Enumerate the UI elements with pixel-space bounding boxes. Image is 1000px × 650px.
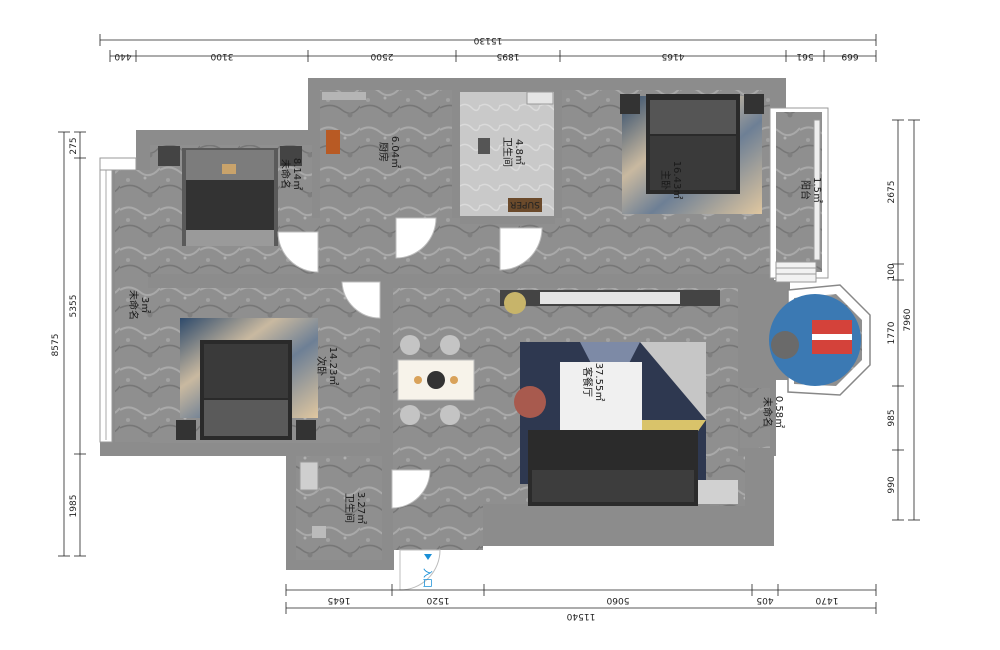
svg-text:8.14㎡: 8.14㎡ — [291, 158, 303, 190]
dim-bottom-total: 11540 — [566, 611, 595, 621]
dimension-top: 15130 440 3100 2500 1895 4165 561 669 — [99, 34, 877, 62]
svg-text:1520: 1520 — [426, 595, 449, 605]
room-kitchen: 厨房 6.04㎡ — [377, 136, 401, 168]
dining-table — [397, 335, 475, 425]
bed-master — [620, 94, 764, 214]
balcony — [769, 107, 829, 283]
svg-text:985: 985 — [887, 409, 897, 426]
svg-text:14.23㎡: 14.23㎡ — [327, 347, 339, 386]
room-bathroom-top: 卫生间 4.8㎡ — [501, 137, 525, 167]
entrance-arrow-icon — [424, 554, 432, 560]
svg-text:990: 990 — [887, 476, 897, 493]
svg-text:4.8㎡: 4.8㎡ — [513, 139, 525, 165]
svg-text:440: 440 — [114, 51, 131, 61]
svg-text:1895: 1895 — [497, 51, 520, 61]
svg-text:客餐厅: 客餐厅 — [581, 367, 594, 397]
svg-text:阳台: 阳台 — [799, 180, 812, 200]
room-second-bedroom: 次卧 14.23㎡ — [315, 347, 339, 386]
svg-text:405: 405 — [756, 595, 773, 605]
svg-text:3㎡: 3㎡ — [139, 297, 151, 313]
svg-text:1985: 1985 — [69, 495, 79, 518]
dimension-right: 2675 100 1770 985 990 7960 — [887, 119, 920, 521]
svg-text:561: 561 — [796, 51, 813, 61]
svg-text:2675: 2675 — [887, 181, 897, 204]
svg-text:3.27㎡: 3.27㎡ — [355, 492, 367, 524]
kitchen-counter — [322, 92, 366, 154]
room-master-bedroom: 主卧 16.43㎡ — [659, 161, 683, 200]
room-bathroom-bottom: 卫生间 3.27㎡ — [343, 492, 367, 524]
entrance-marker: 入口 — [421, 554, 432, 588]
svg-text:16.43㎡: 16.43㎡ — [671, 161, 683, 200]
dimension-bottom: 1645 1520 5060 405 1470 11540 — [285, 584, 877, 621]
room-storage-small: 未命名 0.58㎡ — [761, 396, 785, 428]
room-balcony: 阳台 1.5㎡ — [799, 177, 823, 203]
svg-text:1770: 1770 — [887, 321, 897, 344]
svg-text:5355: 5355 — [69, 295, 79, 318]
entrance-label: 入口 — [421, 568, 432, 588]
svg-text:未命名: 未命名 — [761, 397, 774, 427]
svg-text:卫生间: 卫生间 — [501, 137, 514, 167]
svg-text:卫生间: 卫生间 — [343, 493, 356, 523]
bed-second — [176, 318, 318, 440]
bath-top-fixtures: SUPER — [478, 91, 554, 212]
svg-text:37.55㎡: 37.55㎡ — [593, 363, 605, 402]
bath-bottom-fixtures — [299, 461, 326, 538]
bay-window — [769, 284, 871, 396]
svg-text:厨房: 厨房 — [377, 142, 390, 162]
svg-text:1.5㎡: 1.5㎡ — [811, 177, 823, 203]
dimension-left: 8575 275 5355 1985 — [51, 131, 86, 557]
dim-left-total: 8575 — [51, 334, 61, 357]
svg-text:次卧: 次卧 — [315, 356, 328, 376]
svg-text:5060: 5060 — [606, 595, 629, 605]
left-window — [99, 157, 137, 443]
svg-text:1470: 1470 — [815, 595, 838, 605]
svg-text:0.58㎡: 0.58㎡ — [773, 396, 785, 428]
svg-text:6.04㎡: 6.04㎡ — [389, 136, 401, 168]
svg-text:4165: 4165 — [662, 51, 685, 61]
svg-text:3100: 3100 — [210, 51, 233, 61]
room-storage-left: 未命名 3㎡ — [127, 290, 151, 320]
doors — [277, 217, 543, 591]
svg-text:未命名: 未命名 — [279, 159, 292, 189]
room-living-dining: 客餐厅 37.55㎡ — [581, 363, 605, 402]
room-labels: 未命名 8.14㎡ 厨房 6.04㎡ 卫生间 4.8㎡ 主卧 16.43㎡ 阳台… — [127, 136, 823, 524]
svg-text:未命名: 未命名 — [127, 290, 140, 320]
bed-small — [158, 146, 302, 246]
dim-right-total: 7960 — [903, 308, 913, 331]
svg-text:1645: 1645 — [328, 595, 351, 605]
room-bedroom-unnamed: 未命名 8.14㎡ — [279, 158, 303, 190]
living-set — [500, 290, 738, 506]
partitions — [148, 88, 562, 456]
svg-text:主卧: 主卧 — [659, 170, 672, 190]
dim-top-total: 15130 — [473, 35, 502, 45]
svg-text:275: 275 — [69, 137, 79, 154]
svg-text:669: 669 — [841, 51, 858, 61]
bath-mat-text: SUPER — [510, 199, 540, 209]
svg-text:2500: 2500 — [370, 51, 393, 61]
svg-text:100: 100 — [887, 263, 897, 280]
